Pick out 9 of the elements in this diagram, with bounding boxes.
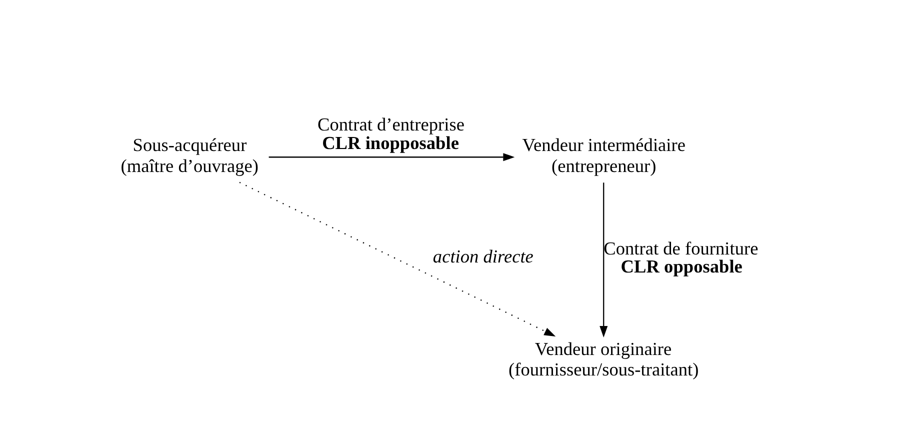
edge-label: Contrat d’entreprise CLR inopposable (318, 114, 464, 153)
arrow (600, 182, 608, 338)
edge-label: Contrat de fourniture CLR opposable (604, 238, 758, 277)
node-text: Vendeur intermédiaire (entrepreneur) (522, 135, 686, 176)
node-text: Sous-acquéreur (maître d’ouvrage) (120, 135, 259, 176)
arrow (268, 153, 515, 162)
arrow (239, 182, 556, 336)
node-text: Vendeur originaire (fournisseur/sous-traitant) (508, 339, 699, 380)
edge-label: action directe (432, 246, 534, 266)
